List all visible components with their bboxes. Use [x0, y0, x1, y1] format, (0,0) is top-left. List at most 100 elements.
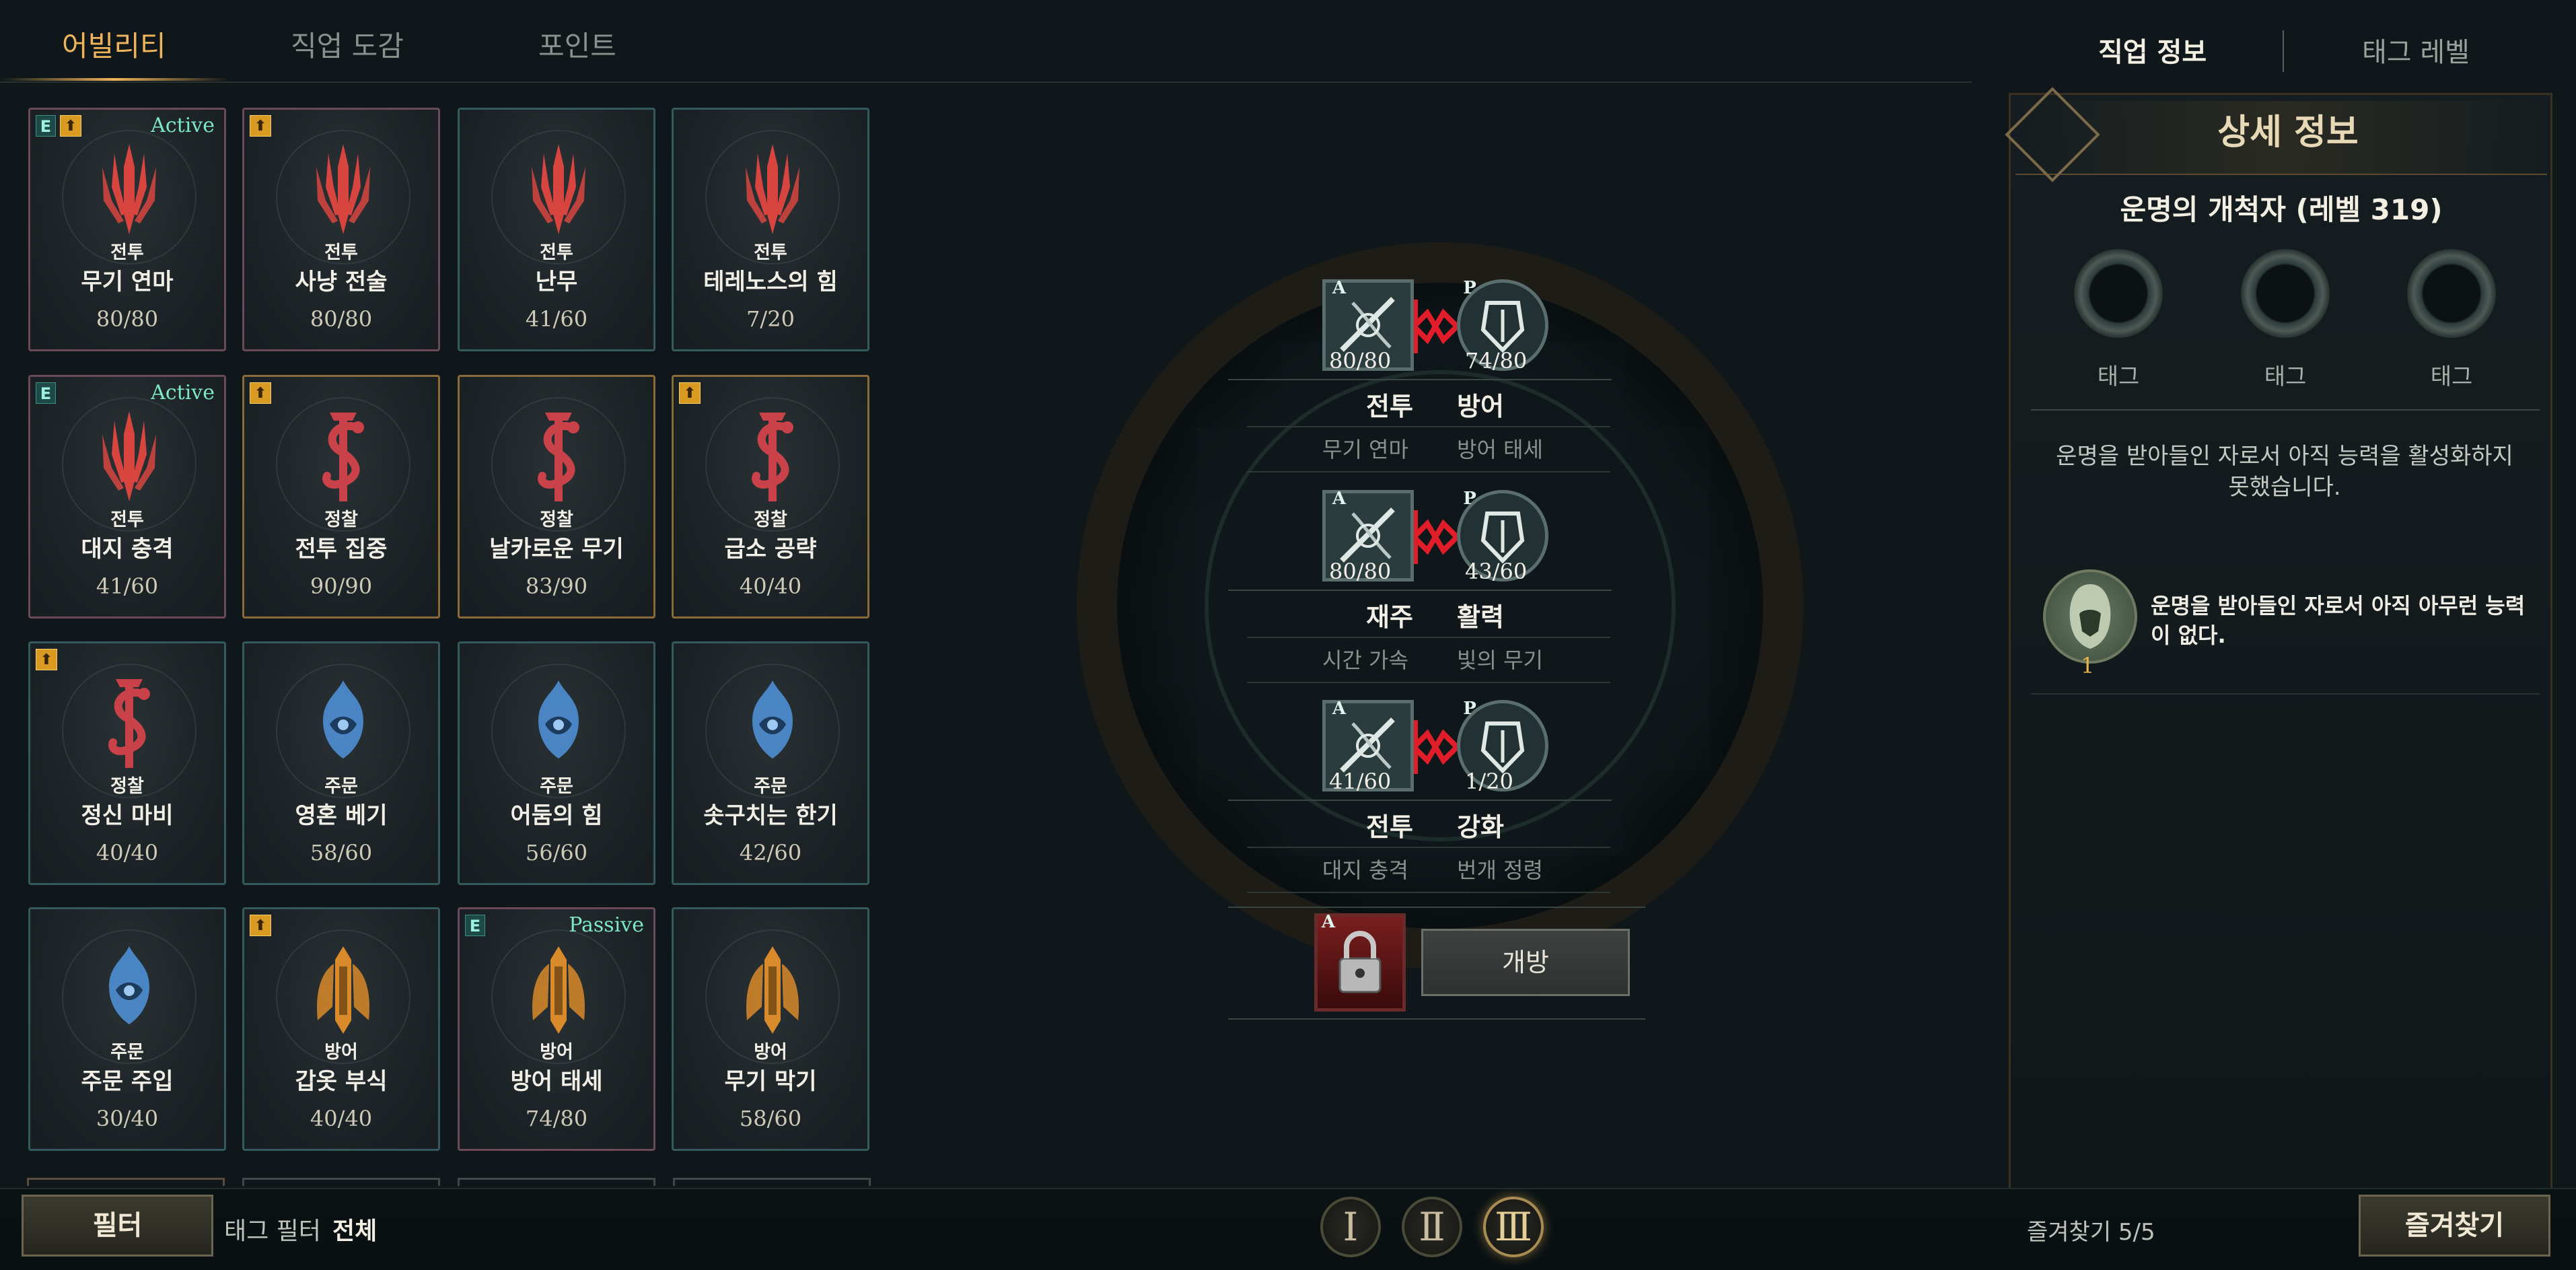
- passive-category: 강화: [1457, 812, 1504, 842]
- filter-button[interactable]: 필터: [22, 1195, 213, 1257]
- ability-level: 40/40: [739, 573, 802, 599]
- ability-card-13[interactable]: 주문 주문 주입 30/40: [28, 907, 226, 1151]
- ability-category: 전투: [754, 242, 787, 263]
- tag-filter-value[interactable]: 전체: [332, 1218, 378, 1245]
- tab-points[interactable]: 포인트: [538, 30, 616, 63]
- active-tab-underline: [0, 78, 229, 81]
- slot-separator: [1228, 800, 1612, 801]
- ability-card-10[interactable]: 주문 영혼 베기 58/60: [242, 641, 440, 885]
- ability-card-9[interactable]: ⬆ 정찰 정신 마비 40/40: [28, 641, 226, 885]
- card-emblem: [62, 664, 196, 798]
- ability-card-16[interactable]: 방어 무기 막기 58/60: [672, 907, 869, 1151]
- tab-tag-level[interactable]: 태그 레벨: [2362, 37, 2470, 68]
- fork-icon: [739, 140, 806, 241]
- page-1-button[interactable]: Ⅰ: [1320, 1197, 1381, 1257]
- tab-ability[interactable]: 어빌리티: [62, 30, 166, 63]
- ability-category: 전투: [110, 242, 144, 263]
- ability-name: 방어 태세: [510, 1068, 603, 1095]
- ability-name: 전투 집중: [295, 536, 388, 563]
- active-ability-name: 시간 가속: [1322, 647, 1408, 673]
- tag-slot-1[interactable]: [2074, 249, 2163, 338]
- ability-card-15[interactable]: E Passive 방어 방어 태세 74/80: [458, 907, 655, 1151]
- light-weapon-icon[interactable]: [1457, 490, 1548, 581]
- padlock-icon: [1338, 931, 1382, 993]
- serpent-icon: [525, 407, 592, 508]
- page-3-button[interactable]: Ⅲ: [1483, 1197, 1544, 1257]
- tab-job-codex[interactable]: 직업 도감: [291, 30, 404, 63]
- tab-divider: [2283, 30, 2284, 72]
- card-emblem: [276, 929, 410, 1064]
- passive-slot-badge: P: [1463, 699, 1476, 719]
- favorites-button[interactable]: 즐겨찾기: [2359, 1195, 2550, 1257]
- shield-wing-icon: [525, 940, 592, 1040]
- crystal-icon: [739, 674, 806, 775]
- ability-card-6[interactable]: ⬆ 정찰 전투 집중 90/90: [242, 375, 440, 619]
- upgrade-arrow-icon: ⬆: [679, 382, 701, 404]
- clock-icon[interactable]: [1322, 490, 1414, 581]
- fork-icon: [96, 140, 163, 241]
- detail-panel-title: 상세 정보: [2217, 112, 2359, 153]
- enhanced-badge: E: [36, 115, 56, 137]
- ability-card-5[interactable]: E Active 전투 대지 충격 41/60: [28, 375, 226, 619]
- passive-slot-badge: P: [1463, 489, 1476, 509]
- locked-slot: A 개방: [1228, 907, 1645, 1023]
- page-2-button[interactable]: Ⅱ: [1402, 1197, 1462, 1257]
- armor-icon[interactable]: [1457, 279, 1548, 371]
- chain-link-icon: [1412, 720, 1459, 774]
- burst-icon[interactable]: [1322, 700, 1414, 791]
- chain-link-icon: [1412, 299, 1459, 353]
- passive-ability-level: 74/80: [1465, 348, 1528, 374]
- slot-separator: [1247, 847, 1610, 848]
- tag-filter-label: 태그 필터: [224, 1218, 321, 1245]
- passive-category: 활력: [1457, 602, 1504, 632]
- card-emblem: [705, 664, 840, 798]
- locked-ability-slot[interactable]: [1314, 913, 1406, 1012]
- card-emblem: [276, 664, 410, 798]
- lore-count: 1: [2081, 653, 2095, 678]
- ability-card-8[interactable]: ⬆ 정찰 급소 공략 40/40: [672, 375, 869, 619]
- fork-icon: [310, 140, 377, 241]
- ability-category: 정찰: [110, 776, 144, 797]
- wheel-inner-ring: [1205, 370, 1676, 841]
- hooded-figure-icon[interactable]: [2043, 569, 2137, 664]
- serpent-icon: [96, 674, 163, 775]
- favorites-count: 즐겨찾기 5/5: [2027, 1219, 2155, 1246]
- ability-card-1[interactable]: E ⬆ Active 전투 무기 연마 80/80: [28, 108, 226, 351]
- tag-slot-2[interactable]: [2241, 249, 2330, 338]
- ability-card-2[interactable]: ⬆ 전투 사냥 전술 80/80: [242, 108, 440, 351]
- ability-card-7[interactable]: 정찰 날카로운 무기 83/90: [458, 375, 655, 619]
- slot-separator: [1247, 471, 1610, 472]
- passive-ability-name: 번개 정령: [1457, 857, 1543, 883]
- ability-card-14[interactable]: ⬆ 방어 갑옷 부식 40/40: [242, 907, 440, 1151]
- ability-card-4[interactable]: 전투 테레노스의 힘 7/20: [672, 108, 869, 351]
- lightning-spirit-icon[interactable]: [1457, 700, 1548, 791]
- unlock-button[interactable]: 개방: [1421, 929, 1630, 996]
- crystal-icon: [96, 940, 163, 1040]
- passive-ability-name: 빛의 무기: [1457, 647, 1543, 673]
- ability-category: 주문: [324, 776, 358, 797]
- ability-category: 방어: [324, 1042, 358, 1063]
- next-row-edge: [27, 1172, 871, 1186]
- ability-card-3[interactable]: 전투 난무 41/60: [458, 108, 655, 351]
- ability-card-12[interactable]: 주문 솟구치는 한기 42/60: [672, 641, 869, 885]
- card-emblem: [62, 397, 196, 532]
- ability-category: 주문: [110, 1042, 144, 1063]
- active-slot-badge: A: [1321, 912, 1336, 932]
- ability-category: 전투: [110, 509, 144, 530]
- ability-name: 테레노스의 힘: [703, 269, 838, 295]
- card-emblem: [276, 130, 410, 264]
- shield-wing-icon: [310, 940, 377, 1040]
- active-ability-level: 80/80: [1329, 559, 1392, 584]
- ability-name: 솟구치는 한기: [703, 802, 838, 829]
- tag-label-2: 태그: [2264, 363, 2307, 390]
- tag-slot-3[interactable]: [2407, 249, 2496, 338]
- tag-label-1: 태그: [2097, 363, 2140, 390]
- ability-level: 42/60: [739, 840, 802, 866]
- crystal-icon: [525, 674, 592, 775]
- ability-name: 무기 연마: [81, 269, 174, 295]
- ability-card-11[interactable]: 주문 어둠의 힘 56/60: [458, 641, 655, 885]
- tab-job-info[interactable]: 직업 정보: [2098, 37, 2207, 68]
- ability-category: 주문: [754, 776, 787, 797]
- panel-divider: [2031, 693, 2540, 695]
- sword-slash-icon[interactable]: [1322, 279, 1414, 371]
